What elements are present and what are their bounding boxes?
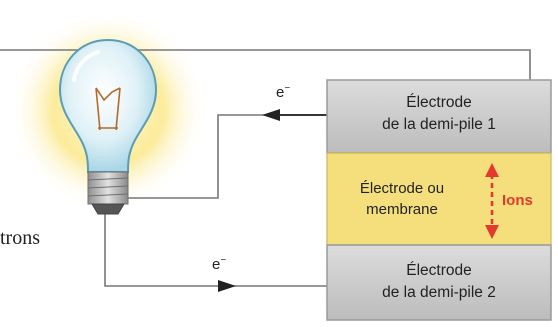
electron-symbol-bottom: e [212, 256, 221, 273]
side-caption-fragment: trons [0, 227, 40, 249]
electrode-2-label: Électrode de la demi-pile 2 [327, 260, 551, 304]
electrode-2-label-line1: Électrode [406, 262, 472, 279]
electron-charge-top: − [284, 83, 291, 94]
electron-arrow-top [262, 109, 327, 121]
electron-symbol-top: e [276, 84, 285, 101]
electron-charge-bottom: − [220, 255, 227, 266]
membrane-label: Électrode ou membrane [327, 178, 477, 220]
electron-arrow-bottom [218, 280, 236, 292]
electron-label-top: e− [276, 83, 290, 101]
ions-double-arrow [485, 163, 499, 239]
lower-wire [104, 212, 327, 287]
electron-label-bottom: e− [212, 255, 226, 273]
electrode-1-label: Électrode de la demi-pile 1 [327, 92, 551, 136]
top-wire [0, 49, 531, 80]
cell-stack [326, 79, 552, 321]
electrode-half-cell-1 [326, 79, 552, 154]
electrode-1-label-line1: Électrode [406, 94, 472, 111]
light-bulb-icon [58, 38, 158, 215]
membrane-layer [326, 152, 552, 246]
ions-label: Ions [502, 192, 533, 209]
membrane-label-line1: Électrode ou [359, 180, 445, 197]
electrode-half-cell-2 [326, 244, 552, 321]
electrode-2-label-line2: de la demi-pile 2 [382, 284, 496, 301]
electrode-1-label-line2: de la demi-pile 1 [382, 116, 496, 133]
membrane-label-line2: membrane [366, 201, 438, 218]
